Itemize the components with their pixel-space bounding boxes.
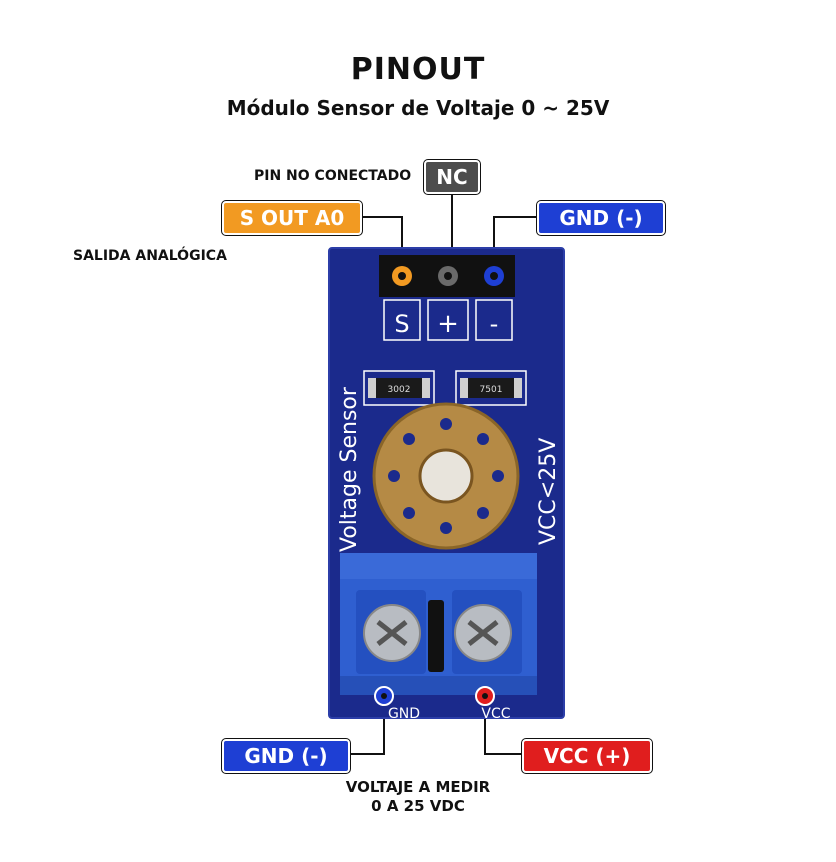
measure-note-line2: 0 A 25 VDC: [371, 797, 465, 815]
measure-note-line1: VOLTAJE A MEDIR: [345, 778, 491, 796]
nc-note: PIN NO CONECTADO: [254, 168, 412, 184]
resistor-left-code: 3002: [388, 385, 411, 395]
resistor-right: [464, 378, 518, 398]
vcc-bottom-tag: VCC (+): [521, 738, 653, 774]
pin-mark-s: S: [394, 310, 409, 338]
pin-mark-minus: -: [490, 310, 499, 338]
sout-tag: S OUT A0: [221, 200, 363, 236]
board-label-voltage-sensor: Voltage Sensor: [337, 386, 362, 552]
terminal-label-vcc: VCC: [481, 706, 510, 722]
page-title: PINOUT: [350, 52, 486, 87]
nc-tag: NC: [423, 159, 481, 195]
sout-note: SALIDA ANALÓGICA: [73, 248, 227, 264]
resistor-left: [372, 378, 426, 398]
terminal-divider: [428, 600, 444, 672]
gnd-top-tag: GND (-): [536, 200, 666, 236]
page-subtitle: Módulo Sensor de Voltaje 0 ~ 25V: [226, 96, 610, 120]
terminal-label-gnd: GND: [388, 706, 420, 722]
resistor-right-code: 7501: [480, 385, 503, 395]
board-label-vcc-limit: VCC<25V: [536, 438, 561, 545]
gnd-bottom-tag: GND (-): [221, 738, 351, 774]
pin-mark-plus: +: [437, 309, 459, 339]
